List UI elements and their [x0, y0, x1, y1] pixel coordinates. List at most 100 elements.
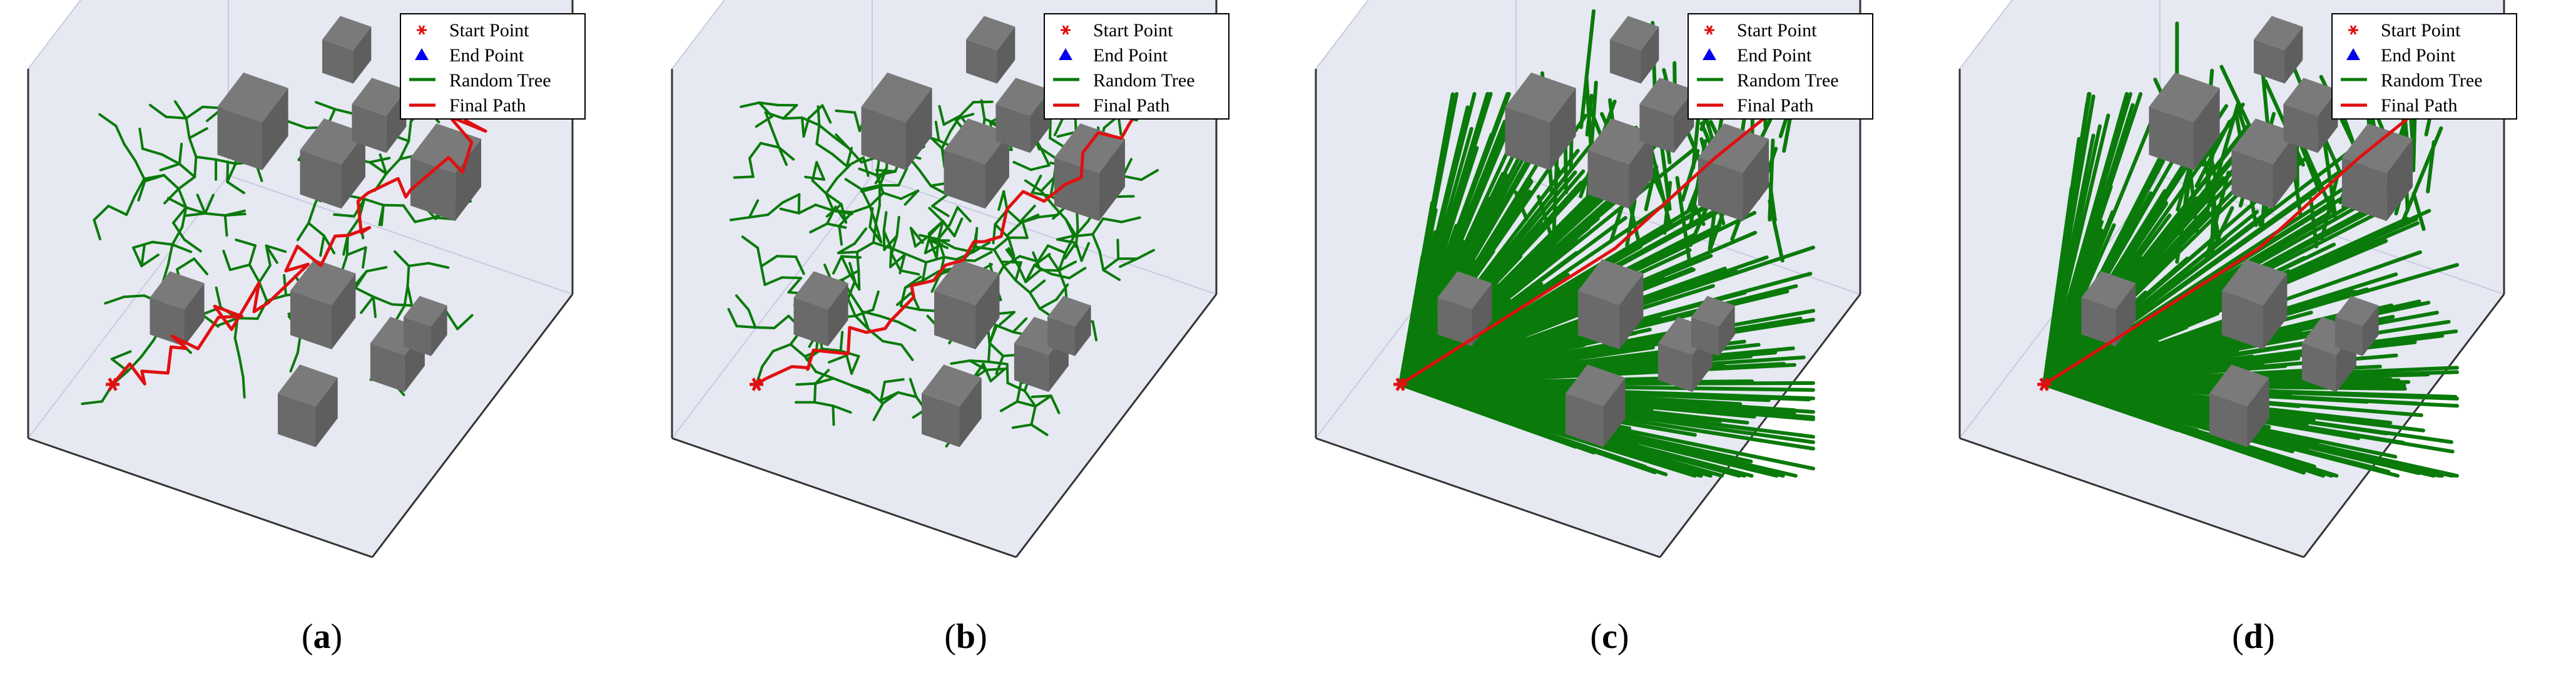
legend-end-icon: [1059, 48, 1072, 60]
tree-edge: [735, 294, 750, 311]
tree-edge: [372, 295, 377, 318]
tree-edge: [1002, 190, 1009, 212]
start-point-marker: [106, 377, 120, 391]
cube-face-top: [404, 295, 447, 327]
cube-face-side: [1743, 138, 1769, 222]
tree-edge: [860, 184, 882, 191]
tree-edge: [759, 141, 780, 149]
tree-edge: [988, 324, 998, 344]
tree-edge: [931, 193, 949, 208]
tree-edge: [104, 295, 126, 305]
cube-face-front: [1505, 106, 1550, 170]
obstacles: [793, 16, 1125, 448]
tree-edge: [992, 236, 1010, 251]
tree-edge: [868, 192, 885, 208]
tree-edge: [807, 104, 824, 120]
caption-a: (a): [301, 617, 343, 656]
cube-face-front: [1565, 393, 1604, 448]
tree-edge: [890, 234, 899, 255]
tree-edge: [940, 130, 952, 150]
tree-edge: [969, 359, 990, 363]
tree-edge: [879, 315, 900, 324]
cube-face-side: [353, 26, 372, 84]
tree-edge: [954, 247, 975, 254]
tree-edge: [2042, 124, 2102, 386]
cube-face-side: [2273, 133, 2297, 209]
tree-edge: [2042, 383, 2344, 403]
cube-face-side: [262, 88, 288, 170]
tree-edge: [172, 222, 186, 241]
tree-edge: [729, 216, 751, 222]
cube-face-front: [2231, 150, 2273, 209]
tree-edge: [874, 167, 888, 185]
tree-edge: [882, 192, 902, 200]
tree-edge: [1136, 249, 1155, 260]
tree-edge: [2042, 332, 2251, 386]
cube-face-front: [278, 393, 316, 448]
tree-edge: [1046, 244, 1067, 254]
tree-edge: [138, 128, 144, 150]
legend-tree-label: Random Tree: [1737, 70, 1839, 91]
cube-face-front: [1657, 343, 1693, 393]
tree-edge: [845, 354, 853, 375]
tree-edge: [1034, 394, 1052, 408]
obstacle-cube: [1505, 72, 1576, 170]
tree-edge: [860, 185, 881, 193]
tree-edge: [831, 153, 848, 168]
tree-edge: [840, 255, 851, 275]
cube-face-front: [410, 157, 456, 222]
cube-face-top: [995, 78, 1051, 116]
cube-face-side: [1619, 273, 1644, 349]
cube-face-front: [2222, 290, 2263, 349]
tree-edge: [151, 240, 174, 246]
left-pane: [28, 0, 228, 438]
tree-edge: [756, 246, 763, 268]
tree-edge: [352, 270, 368, 288]
cube-face-top: [934, 259, 1000, 306]
obstacle-cube: [352, 78, 407, 153]
legend-box: [2331, 13, 2517, 120]
tree-edge: [921, 270, 940, 282]
tree-edge: [897, 321, 917, 332]
tree-edge: [821, 104, 832, 124]
cube-face-top: [410, 123, 481, 173]
cube-face-front: [370, 343, 405, 393]
tree-edge: [1091, 233, 1101, 253]
tree-edge: [999, 311, 1016, 326]
tree-edge: [825, 177, 838, 195]
tree-edge: [203, 212, 227, 217]
tree-edge: [868, 207, 874, 229]
tree-edge: [1398, 346, 1795, 386]
tree-edge: [369, 157, 391, 164]
tree-edge: [838, 224, 843, 246]
obstacle-cube: [1639, 78, 1694, 153]
tree-edge: [845, 146, 853, 168]
tree-edge: [181, 206, 188, 229]
tree-edge: [133, 177, 146, 198]
cube-face-top: [1565, 364, 1626, 407]
tree-edge: [987, 360, 1009, 366]
tree-edge: [382, 203, 405, 207]
tree-edge: [81, 400, 104, 405]
tree-edge: [1116, 239, 1120, 260]
legend-start-label: Start Point: [1093, 20, 1173, 41]
tree-edge: [758, 101, 780, 106]
tree-edge: [193, 155, 198, 178]
final-path: [755, 91, 1153, 386]
legend-start-stroke: [2349, 25, 2357, 35]
cube-face-front: [150, 297, 185, 347]
tree-edge: [779, 207, 800, 215]
tree-edge: [2042, 356, 2280, 386]
obstacle-cube: [2222, 259, 2288, 349]
tree-edge: [1068, 267, 1087, 280]
tree-edge: [185, 116, 191, 140]
legend-end-icon: [1703, 48, 1716, 60]
cube-face-front: [217, 106, 262, 170]
obstacle-cube: [1047, 295, 1091, 356]
tree-edge: [1398, 276, 1712, 386]
tree-edge: [900, 343, 914, 361]
cube-face-side: [455, 138, 481, 222]
tree-edge: [2401, 126, 2443, 223]
